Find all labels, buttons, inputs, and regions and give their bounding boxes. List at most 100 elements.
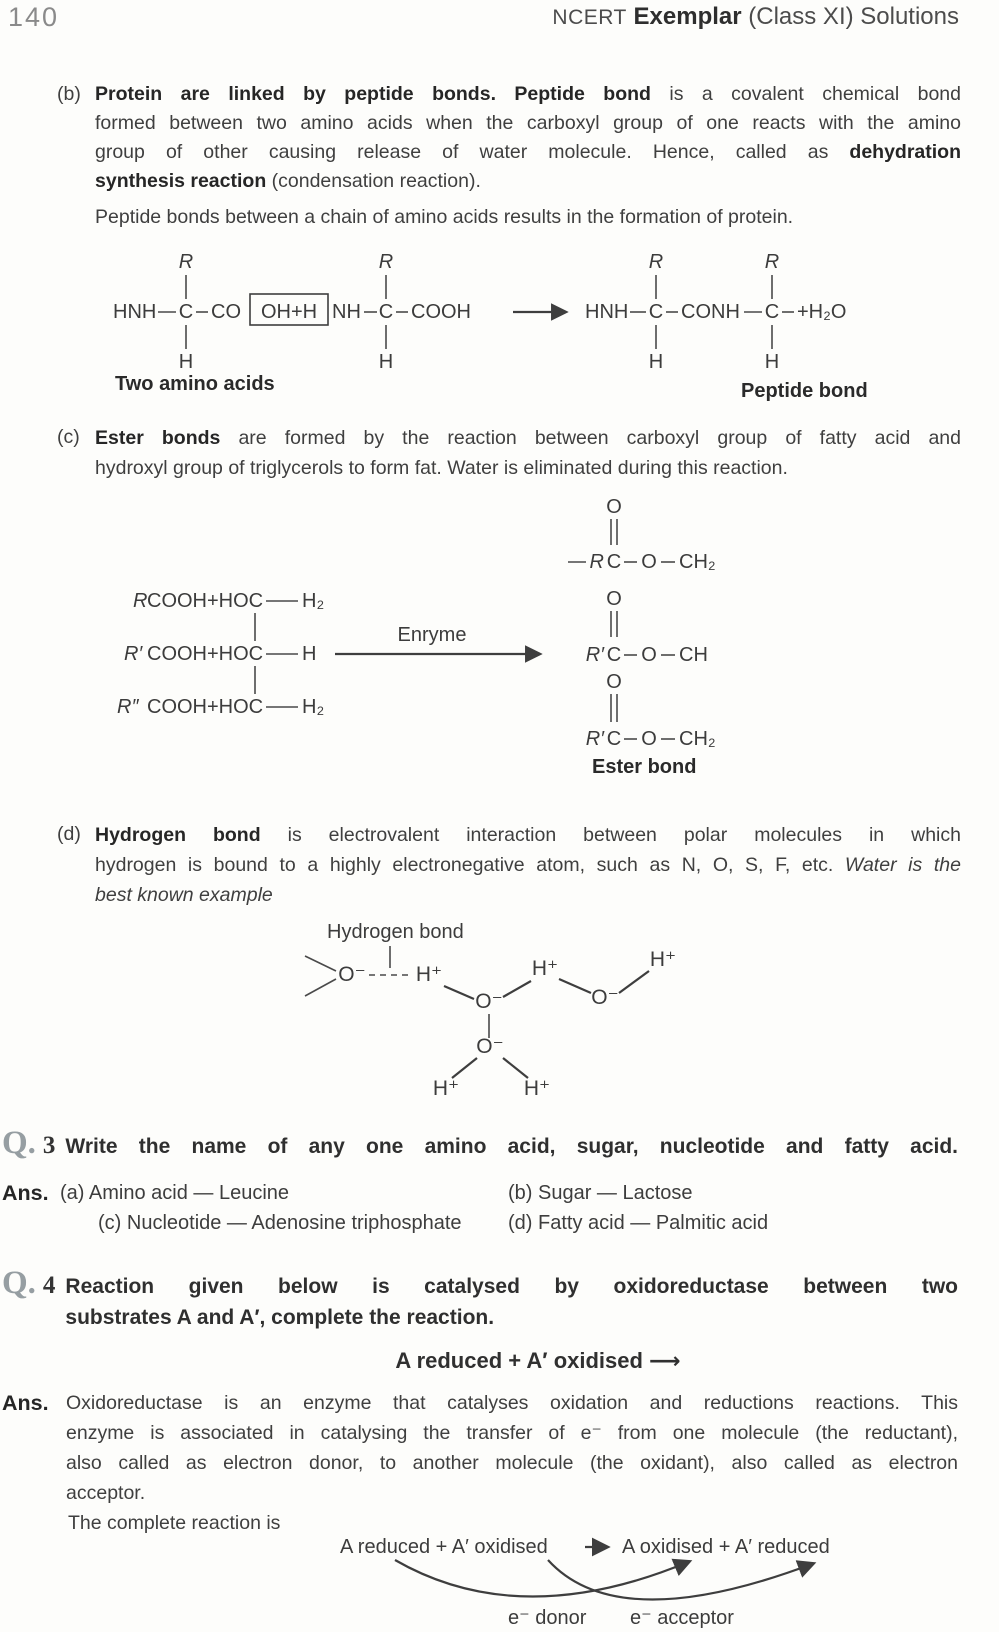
answer-item-b: (b) Sugar — Lactose [508,1182,693,1204]
peptide-bond-diagram: HNH C CO OH+H NH C COOH R H R H Two amin… [113,251,868,402]
text-line: hydrogen is bound to a highly electroneg… [95,854,961,876]
atom-label: OH+H [261,301,317,323]
oxygen-label: O⁻ [476,1035,503,1058]
section-d-label: (d) [57,823,81,845]
atom-label: C [179,301,193,323]
formula-text: CH₂ [679,551,716,573]
r-group-label: R [133,590,147,612]
question-4: Q. 4 Reaction given below is catalysed b… [2,1267,958,1333]
hydrogen-label: H⁺ [650,948,676,971]
r-group-label: R [649,251,663,273]
product-rows: O R C O CH₂ O R′ C O CH O R′ C [568,496,716,750]
side-groups-left: R H R H [179,251,393,373]
h-label: H [379,351,393,373]
atom-label: O [606,671,622,693]
atom-label: CONH [681,301,740,323]
reaction-left-text: A reduced + A′ oxidised [340,1536,548,1558]
h-label: H [765,351,779,373]
question-mark-label: Q. [2,1125,36,1161]
text-line: best known example [95,884,273,906]
formula-text: H₂ [302,590,324,612]
answer-item-a: (a) Amino acid — Leucine [60,1182,290,1204]
caption-ester-bond: Ester bond [592,756,696,778]
bond-line [304,978,337,997]
answer-label: Ans. [2,1181,49,1205]
formula-text: COOH+HOC [147,696,263,718]
text-line: Oxidoreductase is an enzyme that catalys… [66,1392,958,1414]
hydrogen-bond-title: Hydrogen bond [327,921,464,943]
section-c-paragraph: Ester bonds are formed by the reaction b… [95,423,961,483]
atom-label: O [606,496,622,518]
question-number: 3 [42,1132,56,1159]
reaction-right-text: A oxidised + A′ reduced [622,1536,830,1558]
r-group-label: R [590,551,604,573]
section-b-label: (b) [57,83,81,105]
answer-4: Ans. Oxidoreductase is an enzyme that ca… [2,1388,958,1508]
bond-line [502,1057,529,1079]
text-line: hydroxyl group of triglycerols to form f… [95,457,788,479]
atom-label: O [641,551,657,573]
formula-text: H₂ [302,696,324,718]
hydrogen-bond-diagram: Hydrogen bond O⁻ H⁺ O⁻ H⁺ O⁻ H⁺ O⁻ H⁺ H⁺ [304,921,676,1100]
hydrogen-label: H⁺ [532,957,558,980]
answer-item-d: (d) Fatty acid — Palmitic acid [508,1212,769,1234]
h-label: H [179,351,193,373]
atom-label: O [641,644,657,666]
text-line: Hydrogen bond is electrovalent interacti… [95,824,961,846]
formula-text: CH [679,644,708,666]
h-label: H [649,351,663,373]
enzyme-label: Enryme [398,624,467,646]
question-3-text: Write the name of any one amino acid, su… [65,1135,958,1158]
atom-label: C [607,644,621,666]
bond-line [502,980,532,998]
electron-donor-arrow [394,1558,693,1598]
atom-label: C [607,728,621,750]
bond-line [558,977,592,995]
page-number: 140 [8,2,60,32]
oxygen-label: O⁻ [591,986,618,1009]
answer-4-paragraph: Oxidoreductase is an enzyme that catalys… [66,1388,958,1508]
peptide-note: Peptide bonds between a chain of amino a… [95,203,961,232]
formula-text: CH₂ [679,728,716,750]
r-group-label: R [379,251,393,273]
text-line: Protein are linked by peptide bonds. Pep… [95,83,961,105]
answer-3: Ans. (a) Amino acid — Leucine (b) Sugar … [2,1178,932,1238]
given-reaction: A reduced + A′ oxidised ⟶ [395,1348,681,1373]
atom-label: O [606,588,622,610]
atom-label: NH [332,301,361,323]
text-line: acceptor. [66,1482,146,1504]
text-line: Peptide bonds between a chain of amino a… [95,206,794,228]
section-c-label: (c) [57,426,80,448]
section-d-paragraph: Hydrogen bond is electrovalent interacti… [95,820,961,910]
r-group-label: R′ [586,644,605,666]
header-brand-bold: Exemplar [633,3,742,30]
header-brand-rest: (Class XI) Solutions [741,3,959,30]
section-b-paragraph: Protein are linked by peptide bonds. Pep… [95,80,961,196]
text-line: also called as electron donor, to anothe… [66,1452,958,1474]
oxidoreductase-reaction-diagram: A reduced + A′ oxidised A oxidised + A′ … [340,1536,830,1629]
caption-peptide-bond: Peptide bond [741,380,868,402]
question-4-text: Reaction given below is catalysed by oxi… [65,1271,958,1333]
formula-text: COOH+HOC [147,590,263,612]
r-group-label: R″ [117,696,139,718]
answer-label: Ans. [2,1391,49,1415]
header-brand: NCERT [552,6,627,29]
leaving-group-box [249,293,329,326]
bond-line [304,955,337,972]
bond-line [443,984,475,1001]
atom-label: C [649,301,663,323]
side-groups-right: R H R H [649,251,779,373]
question-3: Q. 3 Write the name of any one amino aci… [2,1125,958,1162]
question-number: 4 [42,1272,56,1299]
complete-reaction-intro: The complete reaction is [68,1512,281,1534]
r-group-label: R [765,251,779,273]
atom-label: COOH [411,301,471,323]
atom-label: C [607,551,621,573]
oxygen-label: O⁻ [338,963,365,986]
text-line: synthesis reaction (condensation reactio… [95,170,481,192]
atom-label: C [379,301,393,323]
answer-item-c: (c) Nucleotide — Adenosine triphosphate [98,1212,462,1234]
acceptor-label: e⁻ acceptor [630,1607,734,1629]
spacer [2,1208,60,1238]
